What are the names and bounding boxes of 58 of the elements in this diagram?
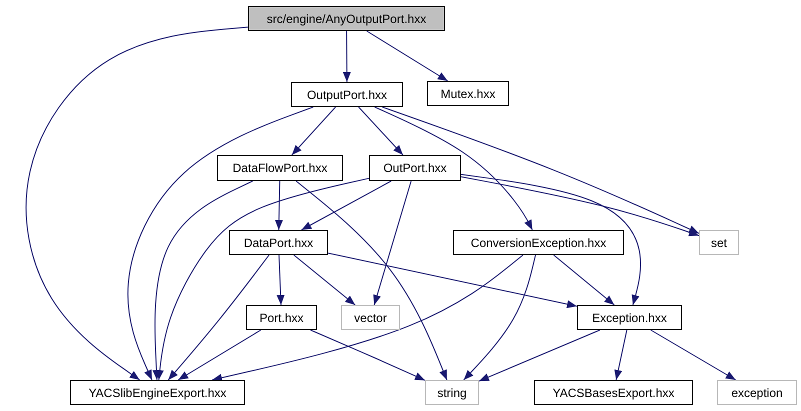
file-box [699, 230, 739, 255]
arrow [276, 254, 285, 306]
file-box [291, 82, 403, 107]
file-name: OutPort.hxx [383, 161, 447, 175]
arrow [310, 330, 426, 381]
file-name: exception [731, 386, 783, 400]
file-box [246, 305, 317, 330]
file-box [534, 380, 693, 405]
file-box [427, 81, 509, 106]
arrow [127, 106, 314, 380]
file-name: set [710, 236, 727, 250]
arrow [291, 106, 336, 156]
arrow [274, 180, 283, 230]
arrow [26, 26, 248, 380]
arrow [460, 174, 642, 306]
arrow [460, 176, 700, 236]
file-box [717, 380, 797, 405]
file-name: OutputPort.hxx [306, 88, 388, 102]
arrow [152, 180, 254, 380]
file-name: string [437, 386, 467, 400]
arrow [463, 254, 536, 380]
file-box [577, 305, 682, 330]
file-box [229, 230, 328, 255]
file-name: DataFlowPort.hxx [232, 161, 328, 175]
arrow [328, 252, 578, 308]
file-box [341, 305, 400, 330]
arrow [374, 106, 533, 230]
arrow [358, 106, 404, 156]
file-box [369, 155, 461, 181]
arrow [650, 330, 736, 380]
arrow [212, 254, 524, 382]
arrow [553, 254, 615, 306]
arrow [300, 180, 392, 230]
arrow [478, 330, 600, 382]
arrow [614, 330, 628, 380]
file-name: YACSlibEngineExport.hxx [88, 386, 226, 400]
arrow [342, 30, 351, 82]
arrow [373, 180, 412, 306]
file-name: vector [354, 310, 387, 324]
file-box [248, 6, 445, 31]
arrow [382, 106, 700, 234]
arrow [168, 254, 270, 380]
file-name: Port.hxx [259, 310, 304, 324]
file-name: Mutex.hxx [440, 86, 496, 100]
file-name: DataPort.hxx [244, 236, 314, 250]
arrow [156, 178, 370, 380]
file-box [70, 380, 245, 405]
arrow [293, 254, 356, 306]
file-name: src/engine/AnyOutputPort.hxx [266, 12, 426, 26]
arrow [366, 30, 448, 82]
file-name: Exception.hxx [592, 310, 667, 324]
file-name: ConversionException.hxx [470, 236, 606, 250]
arrow [178, 330, 262, 380]
file-name: YACSBasesExport.hxx [552, 386, 674, 400]
file-box [425, 380, 479, 405]
file-box [217, 155, 343, 181]
arrow [296, 180, 448, 380]
file-box [453, 230, 624, 255]
